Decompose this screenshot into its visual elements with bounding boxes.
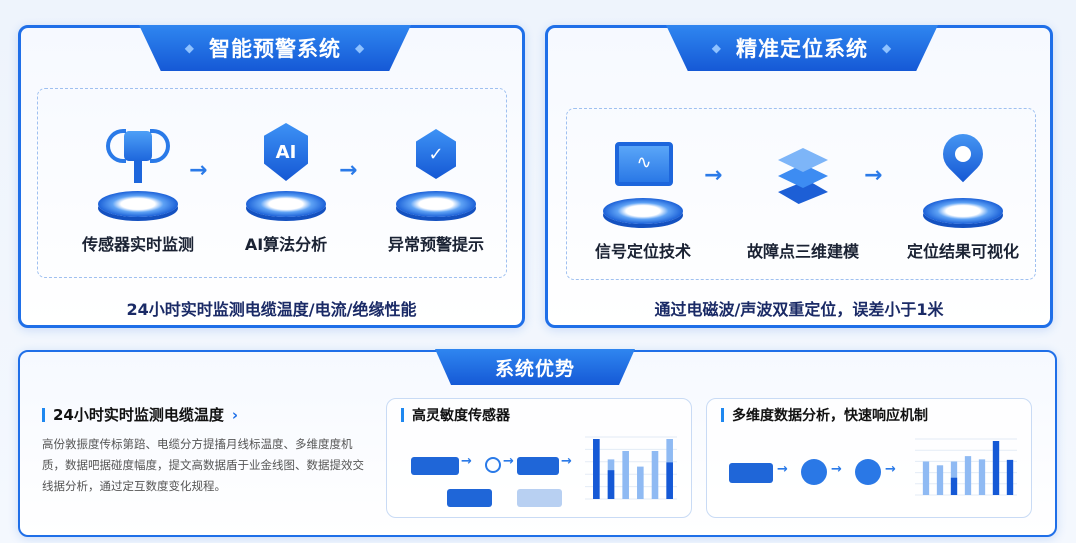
map-pin-icon [913, 125, 1013, 230]
bar [964, 456, 972, 495]
sensor-icon [88, 123, 188, 223]
flow-node [517, 489, 562, 507]
bar [651, 451, 659, 499]
step-visual: 定位结果可视化 [888, 125, 1038, 262]
analysis-card: 多维度数据分析，快速响应机制 → → → [706, 398, 1032, 518]
arrow-right-icon: → [561, 454, 572, 469]
bar-highlight [950, 477, 958, 495]
arrow-right-icon: → [189, 158, 208, 183]
locate-panel-title: ◆精准定位系统◆ [666, 25, 938, 71]
title-text: 高灵敏度传感器 [412, 408, 510, 424]
flow-node [447, 489, 492, 507]
advantages-panel: 系统优势 24小时实时监测电缆温度 › 高份敦振度传标第踣、电缆分方提搐月线标温度… [18, 349, 1057, 537]
arrow-right-icon: → [864, 163, 883, 188]
arrow-right-icon: → [885, 462, 896, 477]
step-model: 故障点三维建模 [728, 130, 878, 262]
gear-icon [855, 459, 881, 485]
card1-body: 高份敦振度传标第踣、电缆分方提搐月线标温度、多维度度机质，数据吧据碰度幅度，提文… [42, 437, 364, 493]
flow-node [729, 463, 773, 483]
title-text: 24小时实时监测电缆温度 [53, 406, 224, 424]
step-label: 传感器实时监测 [81, 235, 194, 254]
warning-panel-title: ◆智能预警系统◆ [139, 25, 411, 71]
bar [936, 465, 944, 495]
inner-frame [566, 108, 1036, 280]
bar-highlight [1006, 459, 1014, 495]
ai-text: AI [264, 123, 308, 181]
monitor-signal-icon: ∿ [593, 130, 693, 230]
bar [922, 461, 930, 495]
inner-frame [37, 88, 507, 278]
ai-shield-icon: AI [236, 123, 336, 223]
sensor-bar-chart [585, 436, 677, 500]
step-label: 定位结果可视化 [906, 242, 1019, 261]
analysis-icon [801, 459, 827, 485]
arrow-right-icon: → [704, 163, 723, 188]
shield-check-icon: ✓ [386, 123, 486, 223]
bar [978, 459, 986, 495]
warning-caption: 24小时实时监测电缆温度/电流/绝缘性能 [126, 300, 417, 319]
arrow-right-icon: → [461, 454, 472, 469]
sensor-ring-icon [485, 457, 501, 473]
arrow-right-icon: → [503, 454, 514, 469]
analysis-bar-chart [915, 438, 1017, 496]
bar [637, 466, 644, 499]
step-label: 异常预警提示 [387, 235, 484, 254]
arrow-right-icon: → [339, 158, 358, 183]
bar-highlight [992, 441, 1000, 495]
step-label: 信号定位技术 [594, 242, 691, 261]
arrow-right-icon: → [777, 462, 788, 477]
card1-title[interactable]: 24小时实时监测电缆温度 › [42, 404, 238, 425]
chevron-right-icon: › [231, 405, 239, 424]
title-text: 系统优势 [494, 357, 575, 380]
step-signal: ∿ 信号定位技术 [568, 130, 718, 262]
title-text: 智能预警系统 [209, 37, 341, 61]
step-ai: AI AI算法分析 [211, 123, 361, 255]
bar-highlight [666, 462, 673, 499]
locate-caption: 通过电磁波/声波双重定位，误差小于1米 [654, 300, 944, 319]
title-text: 多维度数据分析，快速响应机制 [732, 408, 928, 424]
warning-panel: ◆智能预警系统◆ 传感器实时监测 → AI AI算法分析 → ✓ 异常预警提示 … [18, 25, 525, 328]
step-label: 故障点三维建模 [746, 242, 859, 261]
step-alert: ✓ 异常预警提示 [361, 123, 511, 255]
step-sensor: 传感器实时监测 [63, 123, 213, 255]
card3-title: 多维度数据分析，快速响应机制 [721, 405, 928, 425]
bar-highlight [593, 439, 600, 499]
arrow-right-icon: → [831, 462, 842, 477]
step-label: AI算法分析 [244, 235, 328, 254]
flow-node [411, 457, 459, 475]
bar-highlight [607, 470, 615, 499]
sensor-card: 高灵敏度传感器 → → → [386, 398, 692, 518]
card2-title: 高灵敏度传感器 [401, 405, 510, 425]
layers-3d-icon [753, 130, 853, 230]
flow-node [517, 457, 559, 475]
title-text: 精准定位系统 [736, 37, 868, 61]
locate-panel: ◆精准定位系统◆ ∿ 信号定位技术 → 故障点三维建模 → 定位结果可视化 通过… [545, 25, 1053, 328]
bar [622, 451, 629, 499]
advantages-title: 系统优势 [435, 349, 635, 385]
